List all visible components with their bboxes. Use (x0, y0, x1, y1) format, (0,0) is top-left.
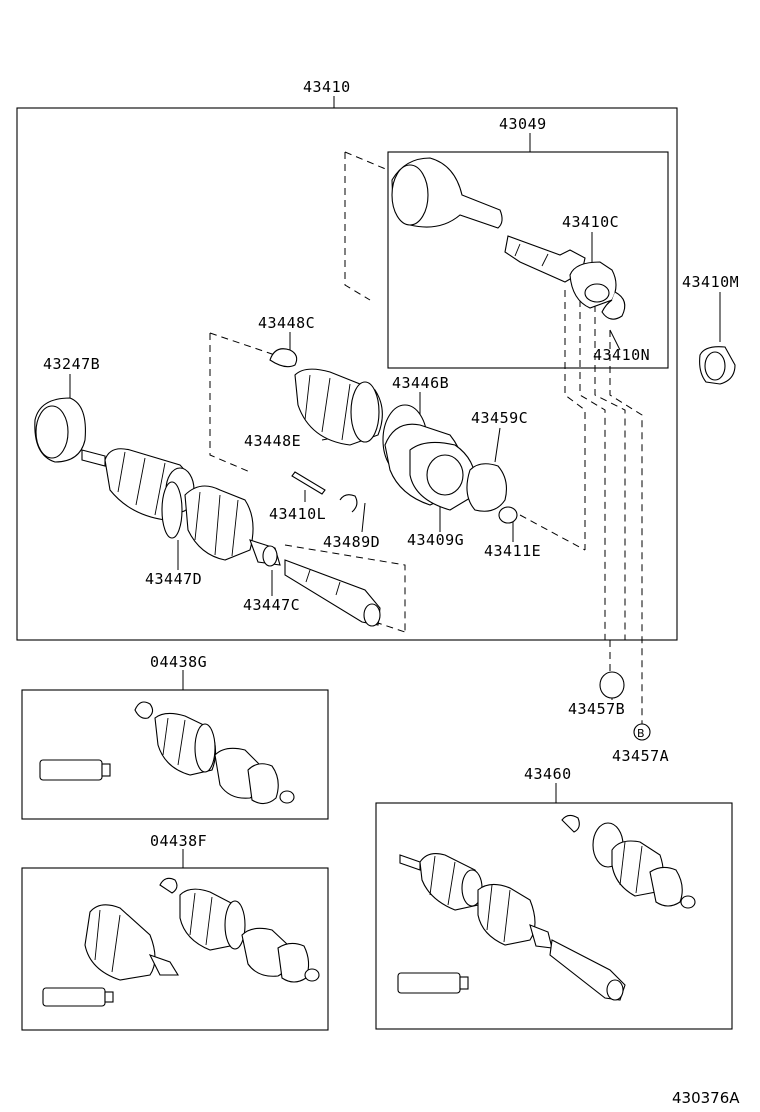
frame-43410 (16, 107, 678, 641)
frame-43460 (375, 802, 733, 1030)
label-43410L: 43410L (269, 505, 326, 523)
label-43446B: 43446B (392, 374, 449, 392)
frame-04438F (21, 867, 329, 1031)
label-43447C: 43447C (243, 596, 300, 614)
frame-04438G (21, 689, 329, 820)
label-43409G: 43409G (407, 531, 464, 549)
ref-circle-B (633, 723, 651, 741)
label-04438F: 04438F (150, 832, 207, 850)
ref-letter-B: B (637, 727, 645, 740)
label-43448C: 43448C (258, 314, 315, 332)
label-43410: 43410 (303, 78, 351, 96)
boot-kit-04438F (42, 877, 320, 1007)
label-43447D: 43447D (145, 570, 202, 588)
leader-lines (69, 96, 721, 868)
inboard-boot (269, 348, 518, 524)
drive-shaft-assembly (81, 448, 381, 627)
ring-43247B (34, 397, 86, 463)
label-43247B: 43247B (43, 355, 100, 373)
label-43459C: 43459C (471, 409, 528, 427)
dashed-guides (209, 151, 643, 735)
label-43457B: 43457B (568, 700, 625, 718)
label-43460: 43460 (524, 765, 572, 783)
label-43410M: 43410M (682, 273, 739, 291)
label-43411E: 43411E (484, 542, 541, 560)
bearing-43410M (699, 346, 736, 385)
label-43489D: 43489D (323, 533, 380, 551)
label-43410C: 43410C (562, 213, 619, 231)
label-43457A: 43457A (612, 747, 669, 765)
clip-43457B (599, 671, 625, 699)
boot-kit-04438G (39, 701, 295, 805)
figure-number: 430376A (672, 1089, 740, 1107)
label-43410N: 43410N (593, 346, 650, 364)
label-43448E: 43448E (244, 432, 301, 450)
drive-shaft-43460 (397, 814, 696, 1001)
label-43049: 43049 (499, 115, 547, 133)
outboard-joint-43049 (391, 157, 626, 320)
frame-43049 (387, 151, 669, 369)
label-04438G: 04438G (150, 653, 207, 671)
